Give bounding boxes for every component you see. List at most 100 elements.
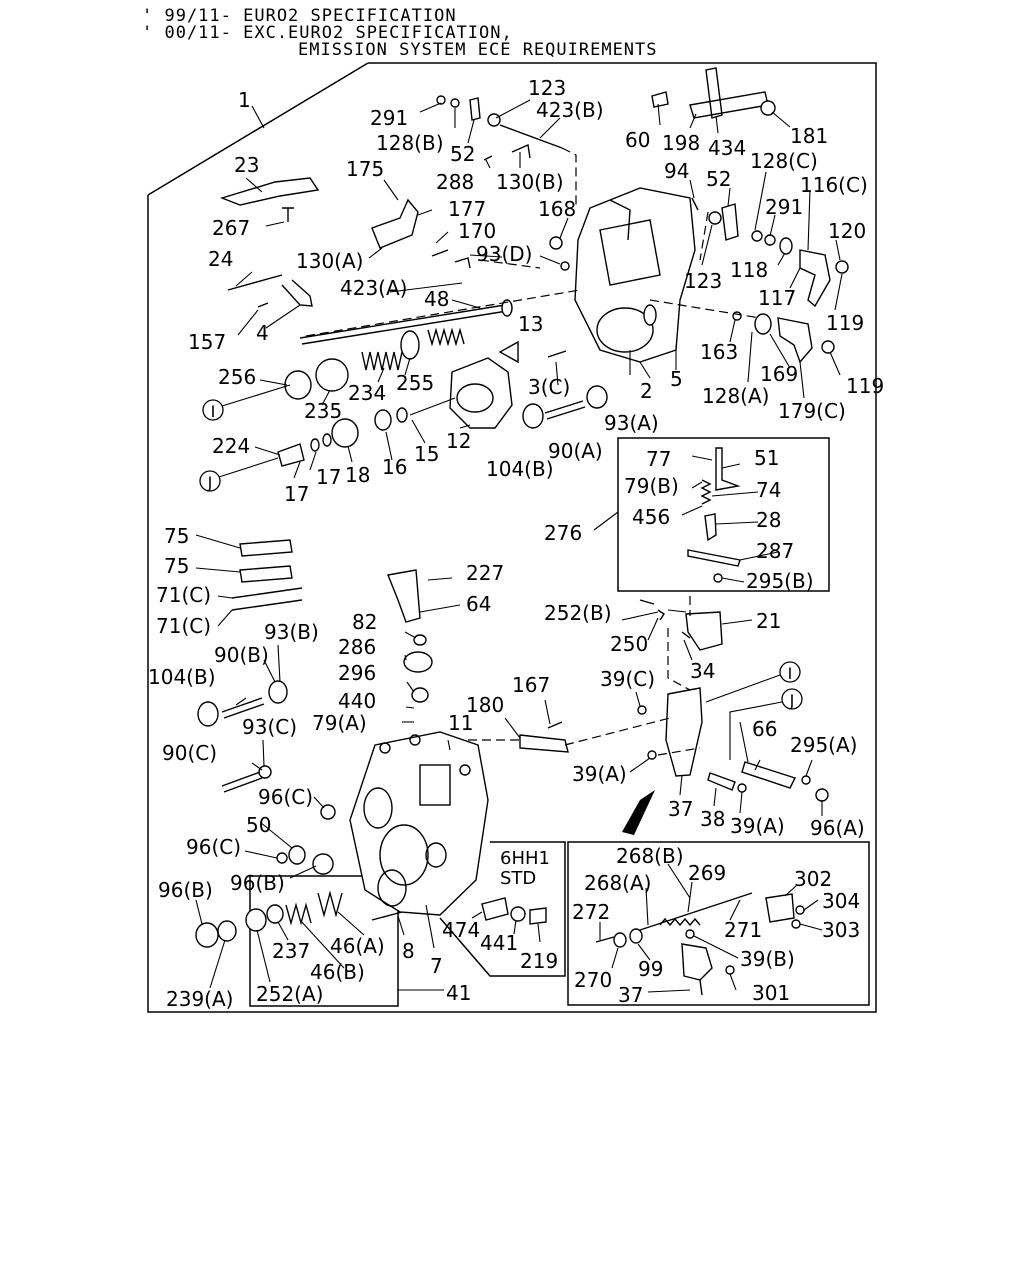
callout-label: 255 xyxy=(396,371,434,395)
part-90b xyxy=(221,697,265,719)
callout-label: 41 xyxy=(446,981,471,1005)
dashed-line-1 xyxy=(305,289,581,337)
callout-label: 441 xyxy=(480,931,518,955)
part-96b-b xyxy=(195,922,219,948)
part-252a xyxy=(245,908,267,932)
callout-label: 50 xyxy=(246,813,271,837)
callout-label: 119 xyxy=(826,311,864,335)
part-52-right xyxy=(721,203,739,241)
part-39b xyxy=(685,929,695,939)
part-34 xyxy=(681,631,691,639)
callout-label: 272 xyxy=(572,900,610,924)
callout-label: 286 xyxy=(338,635,376,659)
part-287 xyxy=(687,549,741,567)
callout-label: 180 xyxy=(466,693,504,717)
part-288 xyxy=(483,155,493,161)
callout-label: 12 xyxy=(446,429,471,453)
part-93c xyxy=(258,765,272,779)
part-17a xyxy=(310,438,320,452)
callout-label: 104(B) xyxy=(486,457,554,481)
callout-label: 94 xyxy=(664,159,689,183)
part-157 xyxy=(257,302,269,308)
part-123-top xyxy=(487,113,501,127)
inset-6hh1-label-1: 6HH1 xyxy=(500,848,550,869)
callout-label: 93(A) xyxy=(604,411,659,435)
callout-label: 219 xyxy=(520,949,558,973)
part-474 xyxy=(481,897,509,921)
callout-label: 291 xyxy=(370,106,408,130)
part-423b xyxy=(499,124,563,149)
part-66 xyxy=(741,761,796,789)
part-104b-top xyxy=(522,403,544,429)
part-119 xyxy=(821,340,835,354)
part-255 xyxy=(400,330,420,360)
callout-label: 90(A) xyxy=(548,439,603,463)
part-46b xyxy=(285,902,312,926)
callout-label: 117 xyxy=(758,286,796,310)
part-16 xyxy=(374,409,392,431)
inset-6hh1-frame xyxy=(439,841,566,977)
part-268 xyxy=(639,892,753,931)
callout-label: 11 xyxy=(448,711,473,735)
callout-label: 75 xyxy=(164,554,189,578)
callout-label: 82 xyxy=(352,610,377,634)
part-296 xyxy=(411,687,429,703)
governor-housing xyxy=(449,357,513,429)
part-168 xyxy=(549,236,563,250)
callout-label: 175 xyxy=(346,157,384,181)
part-3c xyxy=(547,350,567,358)
shaft-48 xyxy=(299,299,513,345)
callout-label: 2 xyxy=(640,379,653,403)
callout-label: 268(A) xyxy=(584,871,651,895)
callout-label: 301 xyxy=(752,981,790,1005)
part-39a-left xyxy=(647,750,657,760)
callout-label: 39(A) xyxy=(572,762,627,786)
svg-text:I: I xyxy=(211,402,216,421)
callout-labels: 1 291 128(B) 52 123 423(B) 60 198 434 18… xyxy=(148,76,884,1011)
part-39c xyxy=(637,705,647,715)
callout-label: 39(C) xyxy=(600,667,655,691)
part-37-inset xyxy=(681,943,713,981)
connector-line-j-left xyxy=(218,457,279,478)
callout-label: 268(B) xyxy=(616,844,684,868)
callout-label: 17 xyxy=(284,482,309,506)
connector-line-i-left xyxy=(221,384,291,407)
part-441 xyxy=(510,906,526,922)
connector-line-j-right xyxy=(729,701,783,760)
callout-label: 77 xyxy=(646,447,671,471)
part-37 xyxy=(665,687,703,777)
callout-label: 270 xyxy=(574,968,612,992)
callout-label: 75 xyxy=(164,524,189,548)
part-24 xyxy=(227,274,283,291)
callout-label: 99 xyxy=(638,957,663,981)
callout-label: 456 xyxy=(632,505,670,529)
part-71c-b xyxy=(231,599,303,611)
part-120 xyxy=(835,260,849,274)
callout-label: 48 xyxy=(424,287,449,311)
callout-label: 291 xyxy=(765,195,803,219)
dashed-line-9 xyxy=(479,259,541,269)
callout-label: 39(A) xyxy=(730,814,785,838)
part-93b xyxy=(268,680,288,704)
callout-label: 287 xyxy=(756,539,794,563)
inset-41-frame xyxy=(249,875,399,1007)
part-423a xyxy=(454,257,471,269)
callout-label: 71(C) xyxy=(156,583,211,607)
svg-text:J: J xyxy=(207,473,213,492)
callout-label: 52 xyxy=(706,167,731,191)
callout-label: 93(D) xyxy=(476,242,532,266)
part-37-inset-stem xyxy=(699,979,703,996)
callout-label: 198 xyxy=(662,131,700,155)
callout-label: 167 xyxy=(512,673,550,697)
dashed-line-5 xyxy=(564,717,671,746)
svg-text:J: J xyxy=(789,691,795,710)
part-269 xyxy=(659,917,701,927)
callout-label: 23 xyxy=(234,153,259,177)
callout-label: 423(B) xyxy=(536,98,604,122)
part-4 xyxy=(281,279,313,307)
part-93a xyxy=(586,385,608,409)
callout-label: 24 xyxy=(208,247,233,271)
callout-label: 34 xyxy=(690,659,715,683)
inset-276-frame xyxy=(617,437,830,592)
